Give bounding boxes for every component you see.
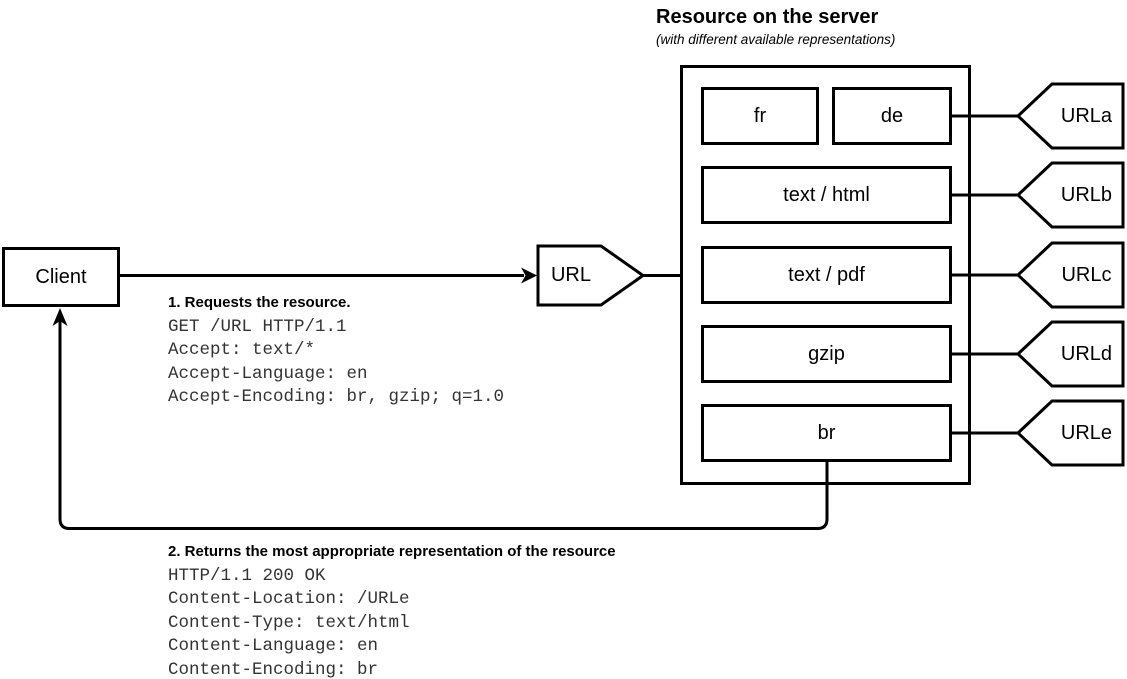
url-tag-label: URLb: [1060, 183, 1113, 206]
request-step-label: 1. Requests the resource.: [168, 294, 351, 311]
url-node-shape: [536, 244, 646, 307]
diagram-subtitle: (with different available representation…: [656, 32, 896, 47]
client-label: Client: [35, 265, 87, 288]
return-arrowhead-icon: [52, 308, 68, 326]
http-header-line: Accept-Encoding: br, gzip; q=1.0: [168, 387, 505, 408]
url-tag-shape: [1015, 82, 1125, 150]
url-tag-shape: [1015, 241, 1125, 309]
http-header-line: GET /URL HTTP/1.1: [168, 317, 347, 337]
url-tag-shape: [1015, 399, 1125, 467]
title-block: Resource on the server (with different a…: [656, 5, 895, 47]
http-header-line: Accept-Language: en: [168, 363, 368, 384]
client-box: Client: [2, 247, 120, 307]
response-message-block: 2. Returns the most appropriate represen…: [168, 543, 616, 679]
url-tag-label: URLa: [1060, 104, 1113, 127]
http-header-line: Content-Language: en: [168, 636, 379, 657]
response-return-path: [58, 316, 829, 530]
url-tag-label: URLd: [1060, 342, 1113, 365]
url-node-label: URL: [550, 264, 591, 286]
response-step-label: 2. Returns the most appropriate represen…: [168, 543, 616, 560]
http-header-line: Content-Encoding: br: [168, 659, 379, 679]
representation-box: de: [832, 87, 952, 145]
server-resource-container: [680, 65, 971, 485]
request-arrowhead-icon: [521, 267, 537, 284]
http-header-line: Content-Type: text/html: [168, 612, 410, 633]
url-tag-label: URLc: [1061, 263, 1112, 286]
http-header-line: HTTP/1.1 200 OK: [168, 566, 326, 586]
representation-box: gzip: [701, 325, 952, 383]
url-tag-shape: [1015, 161, 1125, 229]
representation-box: br: [701, 404, 952, 462]
request-message-block: 1. Requests the resource. GET /URL HTTP/…: [168, 294, 504, 410]
url-tag-label: URLe: [1060, 421, 1113, 444]
representation-box: text / html: [701, 166, 952, 224]
http-header-line: Accept: text/*: [168, 340, 316, 361]
diagram-title: Resource on the server: [656, 6, 879, 28]
url-tag-shape: [1015, 320, 1125, 388]
representation-box: fr: [701, 87, 819, 145]
representation-box: text / pdf: [701, 246, 952, 304]
http-header-line: Content-Location: /URLe: [168, 589, 410, 610]
